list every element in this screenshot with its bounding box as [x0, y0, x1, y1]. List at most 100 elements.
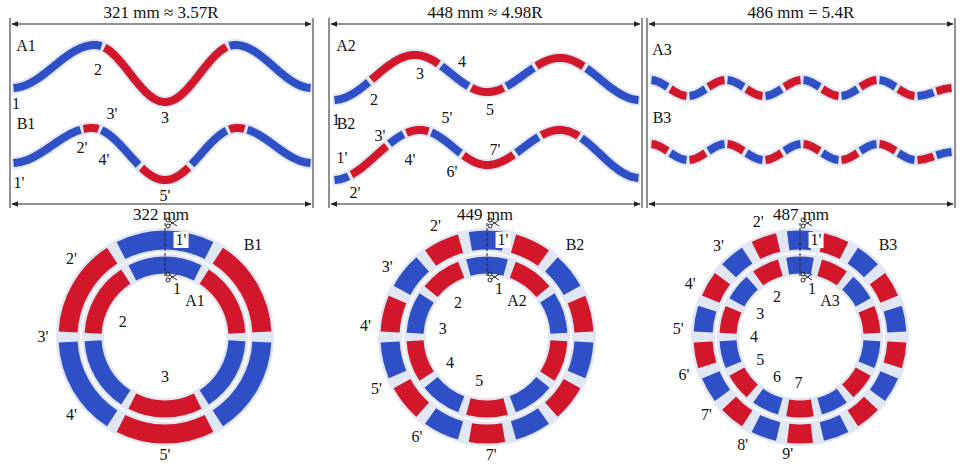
strip-segment: [861, 80, 877, 87]
ring-segment: [820, 268, 842, 279]
strip-segment: [472, 88, 504, 92]
ring-segment: [431, 416, 461, 430]
callout-label: 4': [360, 318, 371, 334]
callout-label: 4': [66, 407, 77, 423]
ring-segment: [893, 342, 897, 365]
ring-segment: [822, 423, 844, 431]
callout-label: B1: [17, 116, 36, 132]
strip-segment: [407, 130, 429, 133]
strip-segment: [192, 131, 227, 165]
ring-segment: [513, 270, 543, 292]
ring-segment: [822, 242, 844, 250]
callout-label: 5': [160, 447, 171, 463]
callout-label: 1': [174, 232, 189, 248]
ring-segment: [711, 375, 723, 395]
strip-segment: [248, 130, 311, 163]
strip-segment: [842, 153, 858, 160]
callout-label: B3: [879, 237, 898, 253]
strip-body: [650, 80, 953, 96]
callout-label: 2': [430, 218, 441, 234]
scissors-blade: [170, 275, 178, 280]
strip-segment: [335, 82, 369, 100]
dimension-label: 487 mm: [773, 206, 829, 223]
ring-segment: [551, 384, 572, 410]
strip-segment: [918, 156, 934, 160]
strip-segment: [918, 92, 934, 96]
strip-segment: [728, 144, 744, 151]
dimension-label: 321 mm ≈ 3.57R: [103, 4, 218, 21]
callout-label: 2: [119, 314, 127, 330]
strip-segment: [652, 144, 668, 151]
ring-segment: [93, 341, 126, 398]
dimension-label: 322 mm: [133, 206, 189, 223]
ring-segment: [431, 270, 461, 292]
ring-segment: [788, 424, 812, 444]
strip-segment: [542, 130, 579, 136]
callout-label: A2: [507, 293, 527, 309]
strip-segment: [823, 153, 839, 160]
strip-segment: [507, 68, 534, 87]
strip-segment: [464, 155, 514, 165]
strip-segment: [372, 55, 439, 80]
strip-segment: [517, 137, 539, 153]
ring-segment: [390, 300, 397, 332]
callout-label: 4: [446, 355, 454, 371]
ring-segment: [848, 283, 863, 302]
strip-segment: [804, 144, 820, 151]
callout-label: 1: [495, 281, 503, 297]
ring-segment: [576, 300, 583, 332]
callout-label: 5: [475, 373, 483, 389]
scissors-blade: [492, 274, 500, 279]
strip-segment: [766, 153, 782, 160]
callout-label: A1: [16, 38, 36, 54]
scissors-blade: [805, 274, 813, 279]
callout-label: 2': [77, 140, 88, 156]
ring-body: [728, 265, 872, 409]
ring-segment: [415, 341, 427, 376]
callout-label: 7: [794, 375, 802, 391]
strip-segment: [335, 176, 349, 180]
callout-label: 1: [808, 281, 816, 297]
callout-label: B3: [653, 110, 672, 126]
cut-line: [487, 223, 488, 277]
strip-segment: [747, 153, 763, 160]
strip-segment: [823, 89, 839, 96]
strip-body: [650, 144, 953, 160]
callout-label: 6: [773, 369, 781, 385]
callout-label: 3: [439, 321, 447, 337]
strip-segment: [709, 80, 725, 87]
ring-segment: [758, 268, 780, 279]
callout-label: 4': [405, 152, 416, 168]
callout-label: 6': [412, 429, 423, 445]
callout-label: 5': [673, 321, 684, 337]
strip-segment: [899, 153, 915, 160]
ring-segment: [877, 375, 889, 395]
ring-segment: [788, 408, 813, 409]
strip-segment: [587, 68, 639, 100]
strip-segment: [747, 89, 763, 96]
callout-label: 3: [161, 369, 169, 385]
callout-label: 4': [99, 152, 110, 168]
callout-label: 5: [486, 102, 494, 118]
ring-segment: [758, 396, 780, 407]
ring-segment: [431, 382, 461, 404]
callout-label: 6': [447, 164, 458, 180]
ring-segment: [728, 341, 733, 365]
ring-segment: [756, 242, 778, 250]
callout-label: 2: [773, 289, 781, 305]
strip-segment: [230, 128, 245, 129]
strip-segment: [766, 89, 782, 96]
strip-segment: [690, 89, 706, 96]
callout-label: 2: [94, 62, 102, 78]
callout-label: 1': [496, 232, 511, 248]
callout-label: 3': [38, 329, 49, 345]
strip-segment: [899, 89, 915, 96]
strip-segment: [230, 45, 311, 88]
strip-body: [12, 45, 312, 102]
ring-segment: [514, 244, 544, 258]
ring-segment: [551, 264, 572, 290]
ring-body: [415, 265, 559, 409]
ring-segment: [390, 342, 397, 374]
scissors-blade: [805, 275, 813, 280]
ring-segment: [513, 382, 543, 404]
